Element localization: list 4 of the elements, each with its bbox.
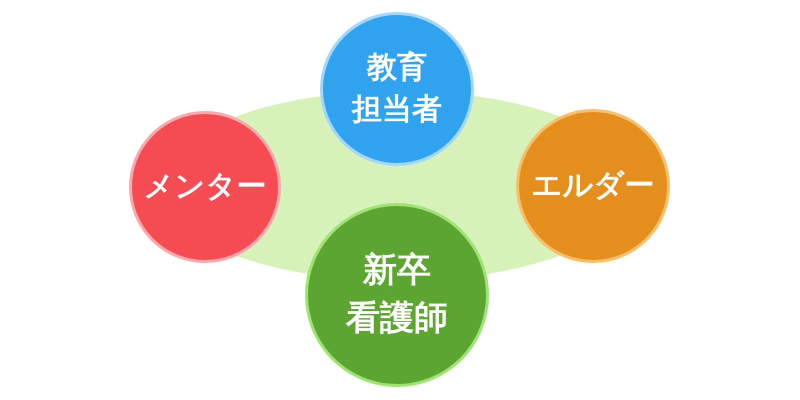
role-label: 教育担当者 xyxy=(350,49,443,129)
role-label: エルダー xyxy=(530,167,656,205)
role-label: 新卒看護師 xyxy=(344,249,449,340)
role-label: メンター xyxy=(142,168,268,206)
